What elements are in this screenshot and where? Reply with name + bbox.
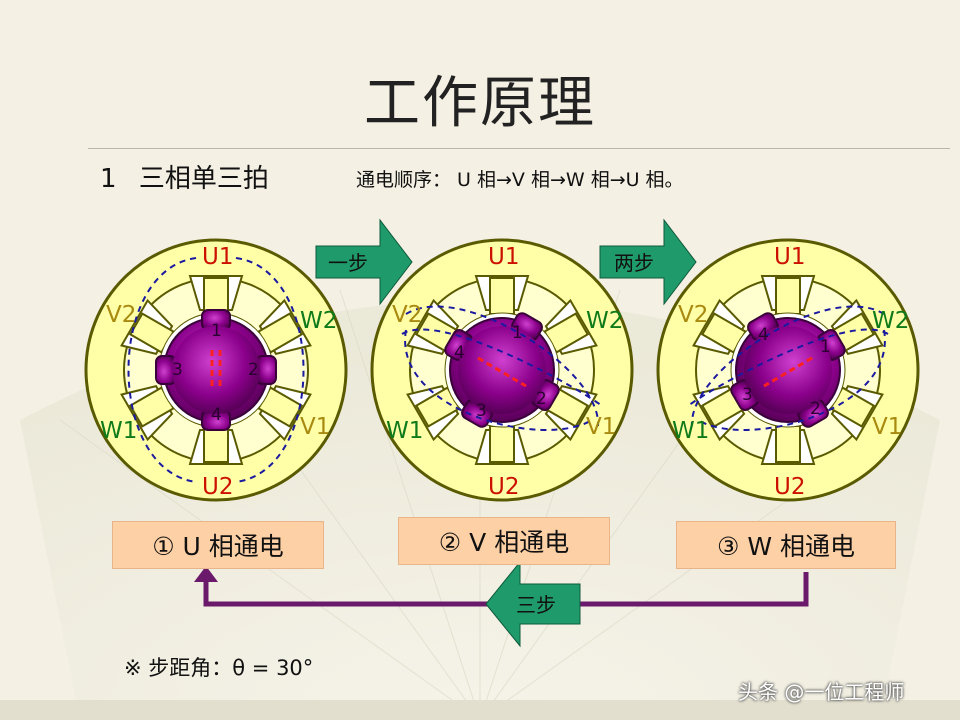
rotor-tooth-3: 3 — [476, 401, 487, 421]
watermark: 头条 @一位工程师 — [738, 680, 905, 704]
label-v1: V1 — [872, 414, 902, 440]
label-u2: U2 — [202, 474, 233, 500]
label-w2: W2 — [872, 308, 909, 334]
rotor-tooth-2: 2 — [248, 360, 259, 380]
label-v2: V2 — [106, 302, 136, 328]
motor-u-phase: 1 2 3 4 U1 U2 V2 W2 W1 V1 — [84, 238, 348, 502]
page-title: 工作原理 — [364, 71, 596, 136]
title-divider — [88, 148, 950, 149]
rotor-tooth-4: 4 — [758, 325, 769, 345]
label-u2: U2 — [774, 474, 805, 500]
rotor-tooth-4: 4 — [211, 405, 222, 425]
label-w2: W2 — [300, 308, 337, 334]
rotor-tooth-2: 2 — [810, 399, 821, 419]
state-box-u: ① U 相通电 — [112, 521, 324, 569]
step-arrow-1-label: 一步 — [328, 251, 368, 275]
step-arrow-1: 一步 — [315, 218, 413, 306]
rotor-tooth-3: 3 — [742, 385, 753, 405]
label-v1: V1 — [300, 414, 330, 440]
label-u1: U1 — [774, 244, 805, 270]
step-arrow-2-label: 两步 — [614, 251, 654, 275]
label-v2: V2 — [678, 302, 708, 328]
label-w1: W1 — [672, 418, 709, 444]
state-box-w: ③ W 相通电 — [676, 521, 896, 569]
section-number: 1 — [100, 164, 117, 194]
section-heading: 1 三相单三拍 — [100, 158, 269, 195]
label-u1: U1 — [202, 244, 233, 270]
label-v1: V1 — [586, 414, 616, 440]
label-u2: U2 — [488, 474, 519, 500]
rotor-tooth-1: 1 — [820, 337, 831, 357]
section-title: 三相单三拍 — [138, 164, 269, 194]
rotor-tooth-3: 3 — [172, 360, 183, 380]
state-box-v: ② V 相通电 — [398, 517, 610, 565]
motor-v-phase: 1 2 3 4 U1 U2 V2 W2 W1 V1 — [370, 238, 634, 502]
label-w1: W1 — [386, 418, 423, 444]
label-u1: U1 — [488, 244, 519, 270]
rotor-tooth-4: 4 — [454, 343, 465, 363]
rotor-tooth-2: 2 — [536, 389, 547, 409]
rotor-tooth-1: 1 — [211, 321, 222, 341]
energizing-sequence: 通电顺序： U 相→V 相→W 相→U 相。 — [356, 169, 684, 191]
rotor-tooth-1: 1 — [512, 323, 523, 343]
label-w1: W1 — [100, 418, 137, 444]
label-w2: W2 — [586, 308, 623, 334]
step-arrow-3-label: 三步 — [516, 593, 556, 617]
label-v2: V2 — [392, 302, 422, 328]
step-arrow-2: 两步 — [599, 218, 697, 306]
step-angle-note: ※ 步距角：θ = 30° — [124, 656, 314, 680]
motor-w-phase: 1 2 3 4 U1 U2 V2 W2 W1 V1 — [656, 238, 920, 502]
return-loop: 三步 — [194, 560, 809, 648]
